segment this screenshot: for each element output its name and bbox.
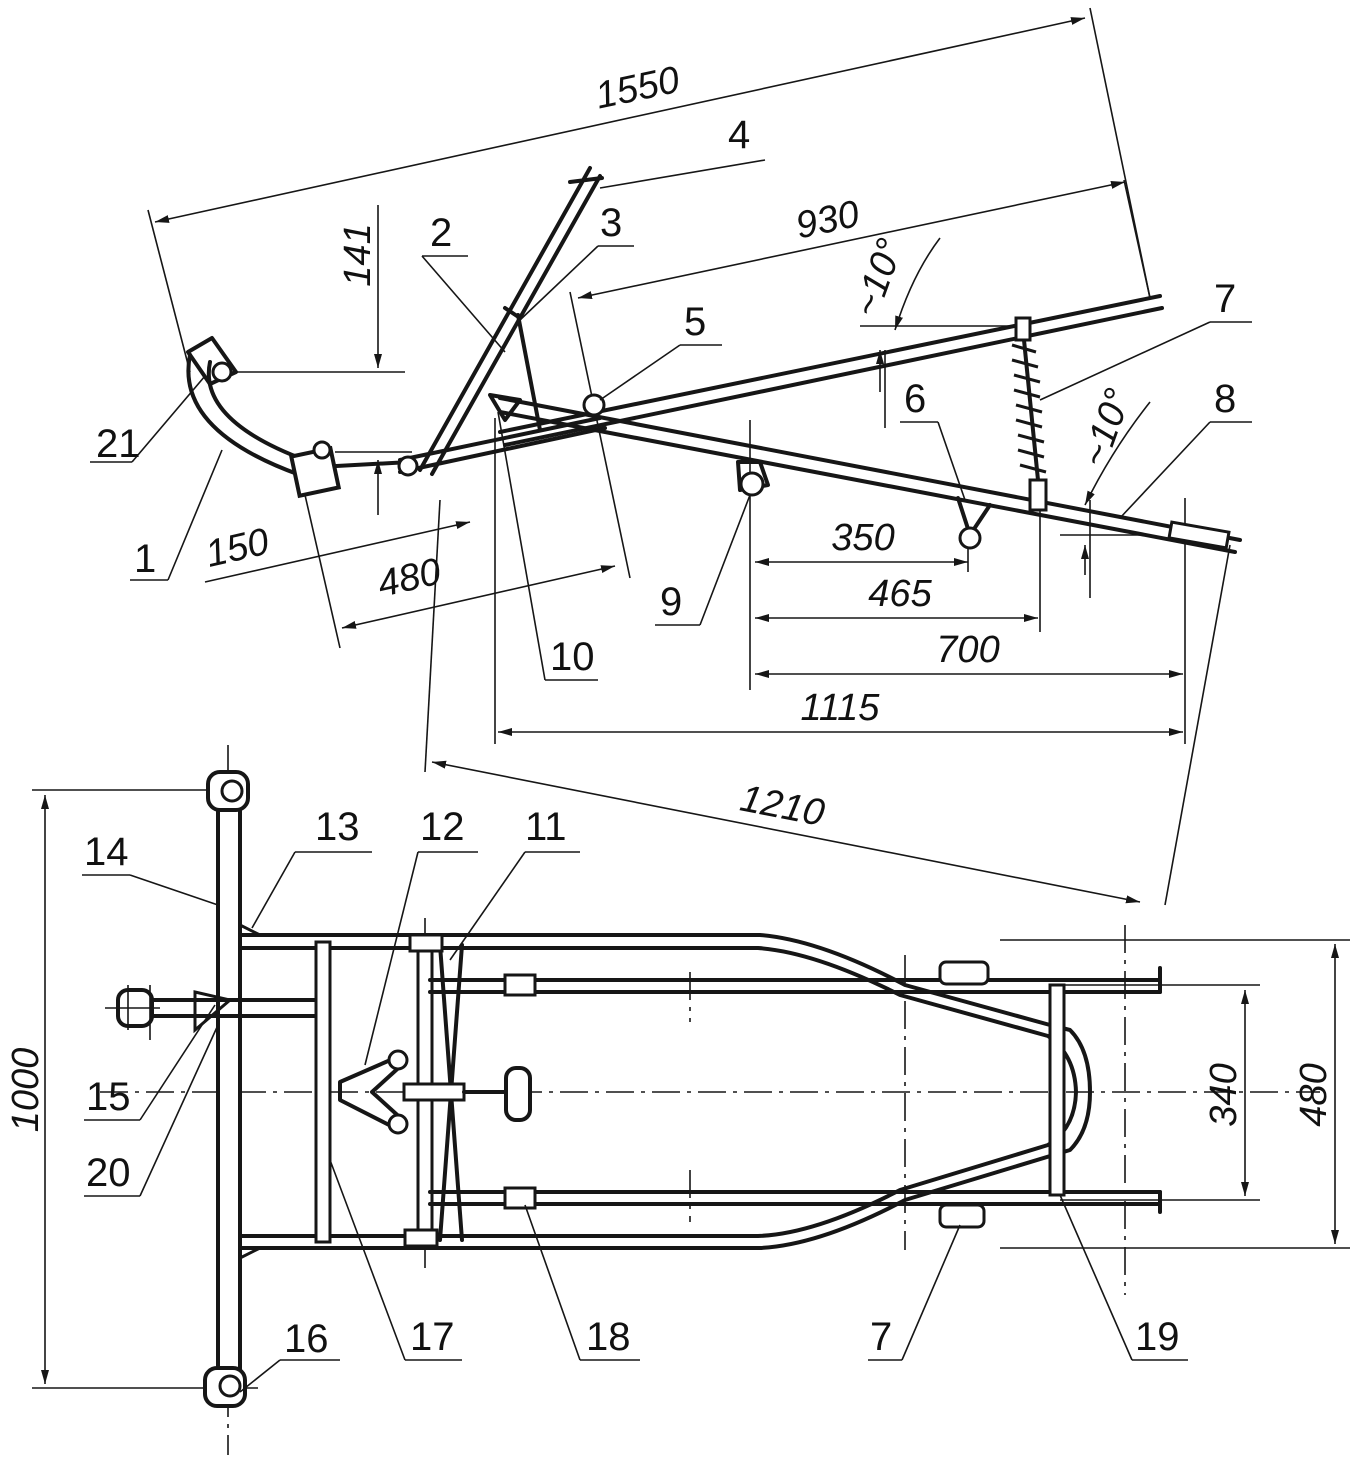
cross-member-17 (314, 940, 332, 1244)
callout-4: 4 (728, 113, 750, 157)
dim-465: 465 (868, 573, 932, 615)
side-frame (186, 166, 1242, 554)
front-clamp-bolt (312, 440, 332, 460)
dim-340: 340 (1203, 1063, 1245, 1126)
dim-700: 700 (936, 629, 999, 671)
top-callouts: 14 13 12 11 15 20 16 17 18 7 19 (82, 805, 1188, 1393)
callout-7-top: 7 (870, 1315, 892, 1359)
shock-mount-lower (938, 1203, 986, 1229)
ski-bracket (186, 336, 238, 386)
side-dimension-lines (154, 17, 1183, 904)
callout-7-side: 7 (1214, 277, 1236, 321)
main-frame (238, 923, 1162, 1260)
dim-350: 350 (831, 517, 894, 559)
dim-1000: 1000 (5, 1048, 47, 1133)
mount-9 (736, 460, 770, 492)
callout-21: 21 (96, 422, 141, 466)
callout-12: 12 (420, 805, 465, 849)
shock-spring (1011, 343, 1047, 474)
front-axle (203, 770, 250, 1408)
front-clamp (288, 445, 342, 499)
front-ski-inner (206, 360, 307, 462)
steering-column (418, 166, 592, 472)
dim-141: 141 (337, 223, 379, 286)
callout-13: 13 (315, 805, 360, 849)
side-callouts: 21 1 2 3 4 5 6 7 8 9 10 (90, 113, 1252, 681)
rear-rail (498, 396, 1242, 542)
callout-1: 1 (134, 537, 156, 581)
rear-end-fitting (1167, 520, 1231, 550)
callout-14: 14 (84, 830, 129, 874)
side-view: 1550 930 141 150 480 350 465 700 1115 12… (90, 7, 1252, 906)
shock-mount-upper (938, 960, 990, 986)
callout-2: 2 (430, 211, 452, 255)
top-view: 1000 340 480 14 13 12 11 15 20 16 17 18 … (5, 745, 1350, 1455)
upper-rail (498, 294, 1162, 434)
callout-17: 17 (410, 1315, 455, 1359)
callout-20: 20 (86, 1151, 131, 1195)
callout-18: 18 (586, 1315, 631, 1359)
callout-5: 5 (684, 300, 706, 344)
pedal-assembly (338, 1049, 532, 1135)
rear-cross-member (1048, 983, 1066, 1197)
ski-bracket-bolt (211, 361, 233, 383)
outer-rail (238, 933, 1092, 1250)
steering-strut (516, 313, 542, 432)
dim-480-top: 480 (1293, 1063, 1335, 1126)
callout-19: 19 (1135, 1315, 1180, 1359)
front-hitch (105, 985, 327, 1040)
callout-3: 3 (600, 201, 622, 245)
callout-15: 15 (86, 1075, 131, 1119)
callout-11: 11 (525, 805, 567, 849)
pivot-joint (582, 393, 606, 417)
pedal (504, 1066, 532, 1122)
callout-16: 16 (284, 1317, 329, 1361)
front-ski-outer (186, 353, 302, 477)
callout-8: 8 (1214, 377, 1236, 421)
bracket-10 (488, 393, 522, 422)
callout-9: 9 (660, 580, 682, 624)
callout-10: 10 (550, 635, 595, 679)
callout-6: 6 (904, 377, 926, 421)
dim-1115: 1115 (801, 687, 881, 729)
dim-1210: 1210 (737, 778, 828, 835)
dim-150: 150 (202, 521, 273, 576)
